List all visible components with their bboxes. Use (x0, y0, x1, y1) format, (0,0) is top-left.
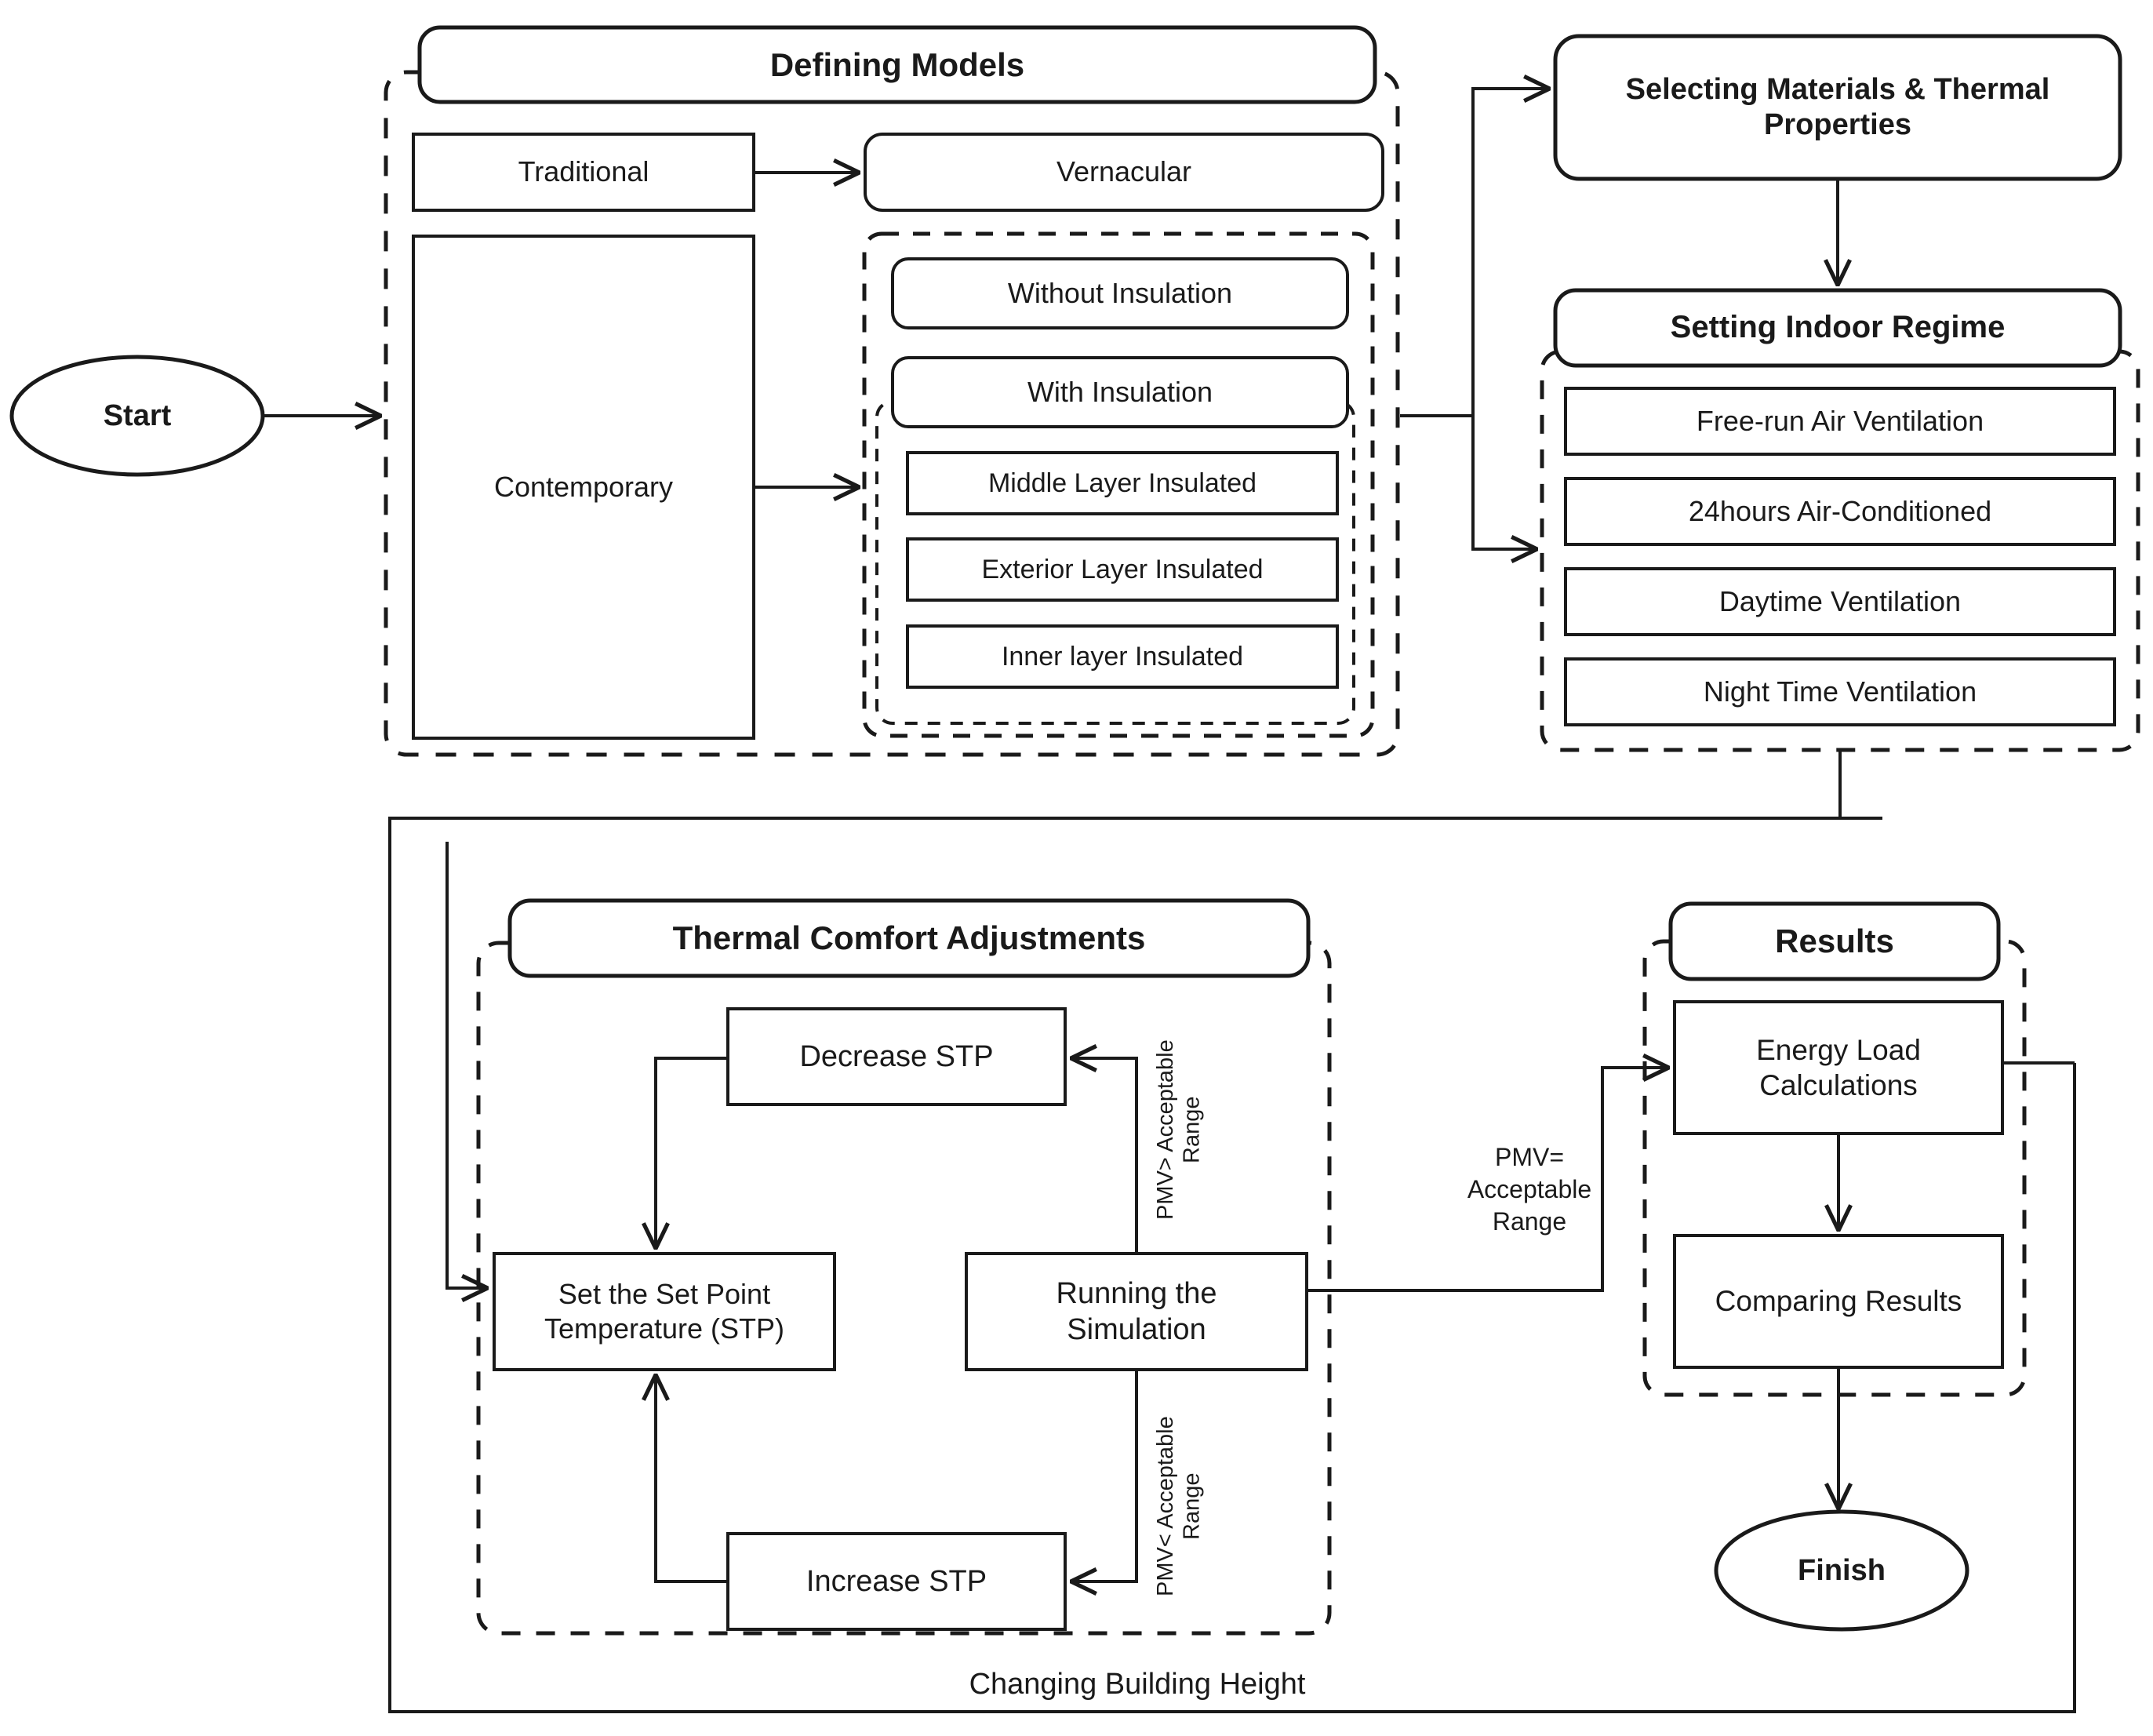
running-simulation-line-1: Running the (1056, 1276, 1217, 1310)
free-run-air-ventilation-box (1564, 387, 2116, 456)
changing-building-height-label: Changing Building Height (969, 1668, 1306, 1701)
energy-load-line-2: Calculations (1759, 1069, 1918, 1101)
thermal-comfort-header-box (507, 898, 1311, 978)
results-dashed-group (1642, 939, 2027, 1397)
increase-stp-box (726, 1532, 1067, 1631)
defining-models-header-box (417, 25, 1377, 104)
running-simulation-label: Running the Simulation (966, 1254, 1307, 1370)
pmv-greater-label: PMV> Acceptable Range (1153, 1039, 1205, 1220)
edge-defining-models-to-indoor-regime (1400, 414, 1536, 549)
pmv-equal-line-3: Range (1492, 1206, 1567, 1236)
pmv-less-label: PMV< Acceptable Range (1153, 1416, 1205, 1596)
middle-layer-insulated-box (906, 451, 1339, 515)
insulation-layers-dashed-group (875, 400, 1355, 725)
traditional-box (412, 133, 755, 212)
pmv-equal-line-1: PMV= (1494, 1143, 1565, 1171)
inner-layer-insulated-box (906, 624, 1339, 689)
pmv-equal-line-2: Acceptable (1467, 1174, 1592, 1203)
vernacular-box (864, 133, 1384, 212)
exterior-layer-insulated-box (906, 537, 1339, 602)
daytime-ventilation-box (1564, 567, 2116, 636)
night-time-ventilation-box (1564, 657, 2116, 726)
running-simulation-box (965, 1252, 1308, 1371)
results-header-box (1668, 901, 2001, 981)
energy-load-calculations-label: Energy Load Calculations (1675, 1002, 2002, 1134)
set-point-temperature-box (493, 1252, 836, 1371)
edge-simulation-to-decrease-stp (1072, 1058, 1138, 1254)
contemporary-box (412, 235, 755, 740)
decrease-stp-box (726, 1007, 1067, 1106)
edge-simulation-to-energy-load (1307, 1068, 1667, 1292)
edge-increase-stp-to-set-point (656, 1376, 728, 1583)
selecting-materials-box (1553, 34, 2122, 181)
edge-decrease-stp-to-set-point (656, 1057, 728, 1247)
without-insulation-box (891, 257, 1349, 329)
finish-terminator (1714, 1509, 1969, 1632)
with-insulation-box (891, 356, 1349, 428)
insulation-outer-dashed-group (862, 231, 1375, 738)
set-point-temperature-label: Set the Set Point Temperature (STP) (494, 1254, 835, 1370)
setting-indoor-regime-header-box (1553, 288, 2122, 368)
set-point-line-1: Set the Set Point (558, 1278, 771, 1311)
set-point-line-2: Temperature (STP) (544, 1312, 785, 1345)
energy-load-line-1: Energy Load (1756, 1033, 1921, 1066)
running-simulation-line-2: Simulation (1067, 1313, 1206, 1346)
loop-to-thermal-comfort-connector (446, 842, 486, 1288)
air-conditioned-24hours-box (1564, 477, 2116, 546)
energy-load-calculations-box (1673, 1000, 2004, 1135)
comparing-results-box (1673, 1234, 2004, 1369)
edge-defining-models-to-materials (1400, 89, 1548, 417)
pmv-equal-label: PMV= Acceptable Range (1427, 1141, 1631, 1267)
start-terminator (9, 355, 265, 477)
changing-building-height-loop (388, 817, 2076, 1713)
edge-simulation-to-increase-stp (1072, 1370, 1138, 1581)
defining-models-dashed-group (384, 70, 1400, 757)
